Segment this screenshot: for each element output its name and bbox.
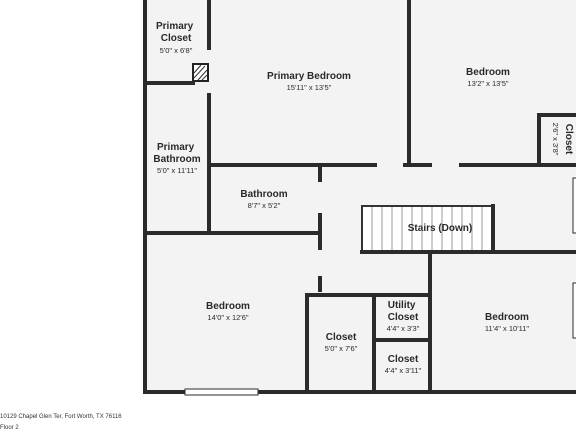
room-name-primary-bedroom: Primary Bedroom bbox=[267, 71, 351, 82]
room-name-stairs: Stairs (Down) bbox=[408, 223, 472, 234]
room-name-primary-bathroom: Primary Bathroom bbox=[153, 142, 200, 165]
room-name-closet-lower: Closet bbox=[388, 354, 419, 365]
room-dim-bedroom-ne: 13'2" x 13'5" bbox=[467, 79, 508, 88]
room-name-bedroom-ne: Bedroom bbox=[466, 67, 510, 78]
room-name-bedroom-sw: Bedroom bbox=[206, 301, 250, 312]
room-dim-bedroom-se: 11'4" x 10'11" bbox=[485, 324, 530, 333]
room-dim-primary-bathroom: 5'0" x 11'11" bbox=[157, 166, 197, 175]
room-name-closet-mid: Closet bbox=[326, 332, 357, 343]
property-address: 10129 Chapel Glen Ter, Fort Worth, TX 76… bbox=[0, 414, 122, 420]
room-name-bathroom: Bathroom bbox=[240, 189, 287, 200]
walls bbox=[143, 0, 576, 394]
room-dim-closet-lower: 4'4" x 3'11" bbox=[385, 366, 422, 375]
room-name-utility-closet: Utility Closet bbox=[388, 300, 419, 323]
room-labels: Primary Closet 5'0" x 6'8" Primary Bedro… bbox=[153, 21, 574, 375]
room-dim-primary-closet: 5'0" x 6'8" bbox=[160, 46, 193, 55]
floor-label: Floor 2 bbox=[0, 425, 19, 431]
room-dim-bedroom-sw: 14'0" x 12'6" bbox=[207, 313, 248, 322]
room-dim-utility-closet: 4'4" x 3'3" bbox=[387, 324, 420, 333]
room-dim-bathroom: 8'7" x 5'2" bbox=[248, 201, 281, 210]
floor-area bbox=[145, 0, 576, 392]
room-dim-closet-mid: 5'0" x 7'6" bbox=[325, 344, 358, 353]
room-name-bedroom-se: Bedroom bbox=[485, 312, 529, 323]
room-dim-primary-bedroom: 15'11" x 13'5" bbox=[287, 83, 332, 92]
room-name-closet-small: Closet bbox=[563, 124, 574, 155]
room-dim-closet-small: 2'6" x 3'8" bbox=[551, 123, 560, 156]
shaft-hatch bbox=[192, 63, 209, 82]
room-name-primary-closet: Primary Closet bbox=[156, 21, 196, 44]
